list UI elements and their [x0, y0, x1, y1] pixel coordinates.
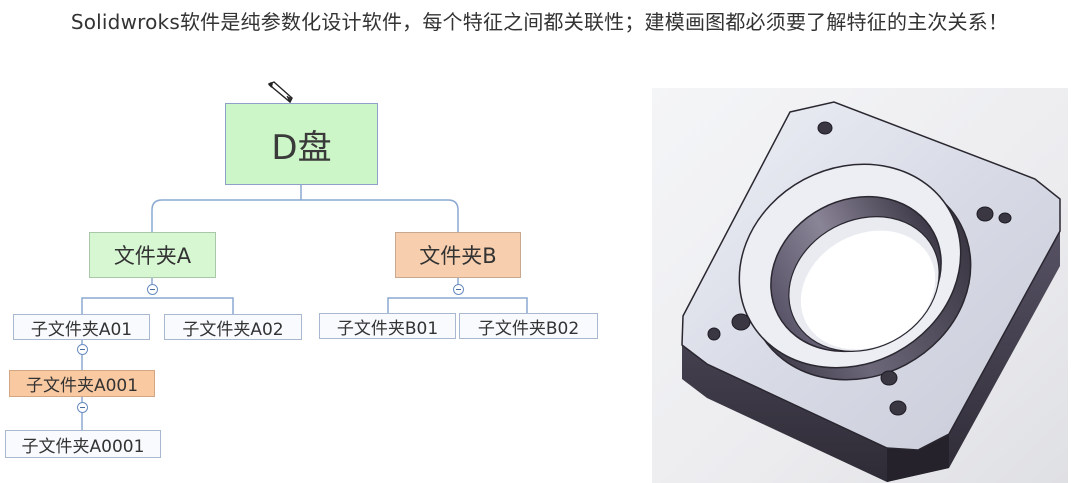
subfolder-b01-node[interactable]: 子文件夹B01	[319, 313, 456, 339]
collapse-node-icon[interactable]	[77, 402, 88, 413]
root-node[interactable]: D盘	[225, 103, 378, 185]
collapse-node-icon[interactable]	[147, 284, 158, 295]
collapse-node-icon[interactable]	[453, 284, 464, 295]
subfolder-a0001-node[interactable]: 子文件夹A0001	[5, 430, 161, 458]
folder-a-node[interactable]: 文件夹A	[89, 232, 216, 278]
flange-part-render	[652, 88, 1068, 483]
subfolder-a001-node[interactable]: 子文件夹A001	[9, 370, 155, 397]
collapse-node-icon[interactable]	[77, 344, 88, 355]
headline: Solidwroks软件是纯参数化设计软件，每个特征之间都关联性；建模画图都必须…	[70, 10, 1009, 34]
pencil-cursor-icon	[267, 81, 293, 104]
folder-b-node[interactable]: 文件夹B	[395, 232, 521, 278]
subfolder-a01-node[interactable]: 子文件夹A01	[13, 314, 150, 340]
subfolder-a02-node[interactable]: 子文件夹A02	[164, 314, 302, 340]
subfolder-b02-node[interactable]: 子文件夹B02	[459, 313, 598, 339]
